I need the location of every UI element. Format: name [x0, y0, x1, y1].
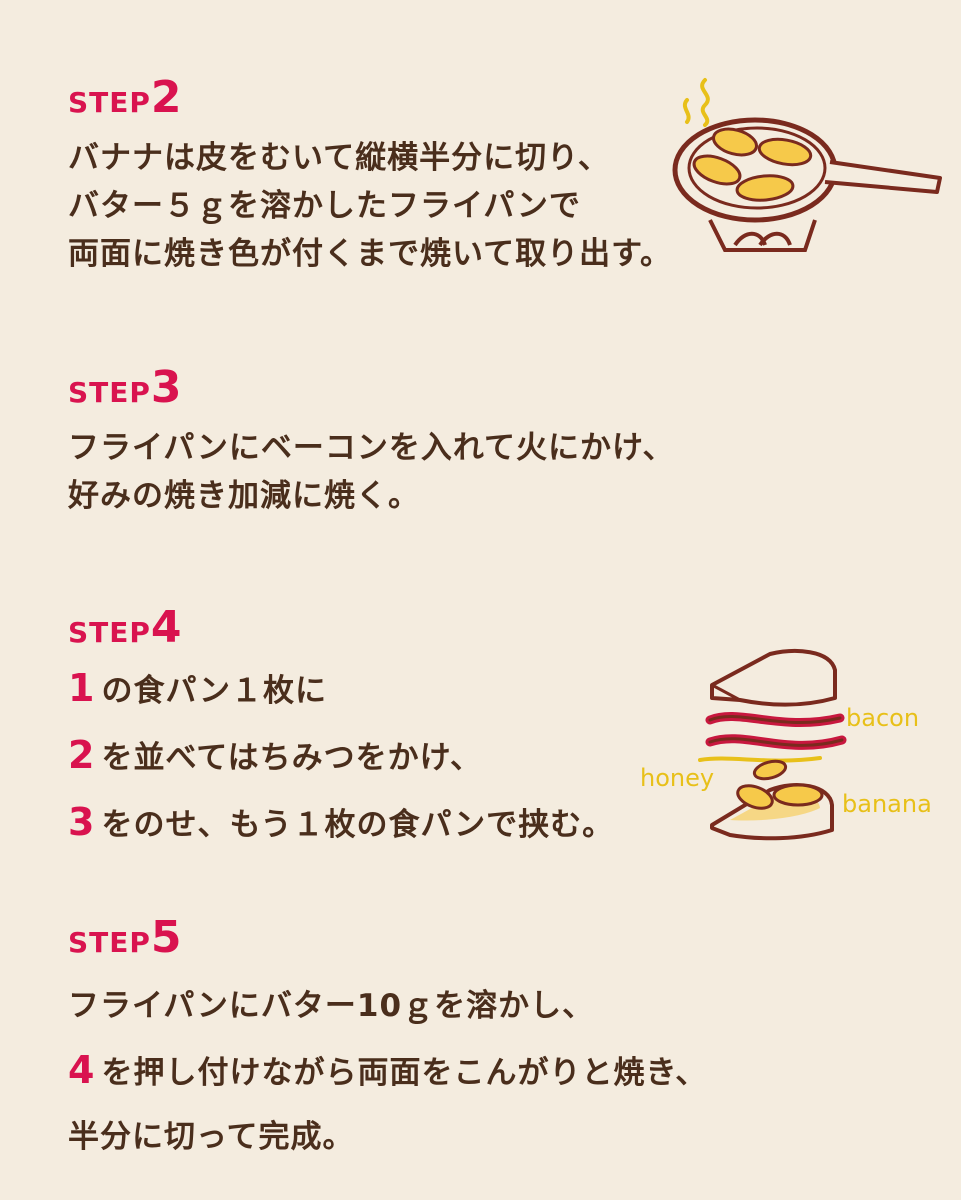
- step-5-line-2-ref: 4: [68, 1048, 96, 1092]
- honey-label: honey: [640, 764, 714, 792]
- step-3-word: STEP: [68, 376, 151, 409]
- frying-pan-illustration: [672, 78, 942, 252]
- step-5-line-2-text: を押し付けながら両面をこんがりと焼き、: [101, 1055, 708, 1091]
- step-4-line-1-text: の食パン１枚に: [101, 673, 328, 709]
- step-4-line-2-text: を並べてはちみつをかけ、: [101, 740, 483, 776]
- step-2-line-3: 両面に焼き色が付くまで焼いて取り出す。: [68, 236, 672, 272]
- step-3-number: 3: [150, 362, 182, 413]
- step-4-word: STEP: [68, 616, 151, 649]
- step-3-heading: STEP3: [68, 366, 674, 410]
- step-2-line-1: バナナは皮をむいて縦横半分に切り、: [68, 140, 610, 176]
- step-4-heading: STEP4: [68, 606, 614, 650]
- step-2-word: STEP: [68, 86, 151, 119]
- banana-label: banana: [842, 790, 932, 818]
- step-5-heading: STEP5: [68, 916, 707, 960]
- sandwich-illustration: bacon honey banana: [640, 649, 932, 841]
- step-4-number: 4: [150, 602, 182, 653]
- step-3-line-1: フライパンにベーコンを入れて火にかけ、: [68, 430, 675, 466]
- step-4-line-3-ref: 3: [68, 800, 96, 844]
- step-5-line-1: フライパンにバター10ｇを溶かし、: [68, 988, 595, 1024]
- step-2-section: STEP2 バナナは皮をむいて縦横半分に切り、 バター５ｇを溶かしたフライパンで…: [68, 76, 672, 278]
- step-5-word: STEP: [68, 926, 151, 959]
- step-3-section: STEP3 フライパンにベーコンを入れて火にかけ、 好みの焼き加減に焼く。: [68, 366, 674, 520]
- bacon-label: bacon: [846, 704, 919, 732]
- step-4-line-3-text: をのせ、もう１枚の食パンで挟む。: [101, 807, 615, 843]
- step-4-line-2-ref: 2: [68, 733, 96, 777]
- step-5-line-3: 半分に切って完成。: [68, 1119, 355, 1155]
- step-2-number: 2: [150, 72, 182, 123]
- step-5-number: 5: [150, 912, 182, 963]
- step-4-line-1-ref: 1: [68, 666, 96, 710]
- step-2-line-2: バター５ｇを溶かしたフライパンで: [68, 188, 581, 224]
- step-3-line-2: 好みの焼き加減に焼く。: [68, 478, 420, 514]
- step-2-heading: STEP2: [68, 76, 672, 120]
